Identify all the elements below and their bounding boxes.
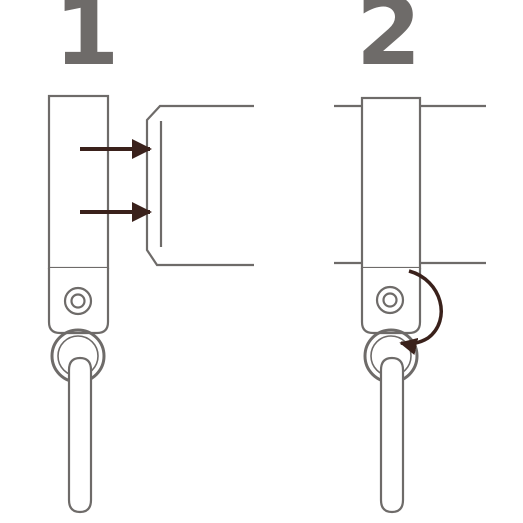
carrier-body bbox=[47, 94, 110, 270]
screw-ring-icon bbox=[63, 286, 93, 316]
wand-loop-icon bbox=[379, 356, 405, 514]
carrier-tab bbox=[360, 268, 422, 335]
carrier-tab bbox=[47, 268, 110, 335]
curved-arrow-icon bbox=[399, 269, 443, 355]
step-number-2: 2 bbox=[356, 0, 422, 87]
track-rail bbox=[145, 104, 254, 267]
step-2-illustration bbox=[334, 96, 486, 514]
wand-loop-icon bbox=[67, 356, 93, 514]
carrier-body bbox=[360, 96, 422, 270]
screw-ring-icon bbox=[375, 285, 405, 315]
step-number-1: 1 bbox=[54, 0, 120, 87]
step-1-illustration bbox=[47, 94, 254, 514]
